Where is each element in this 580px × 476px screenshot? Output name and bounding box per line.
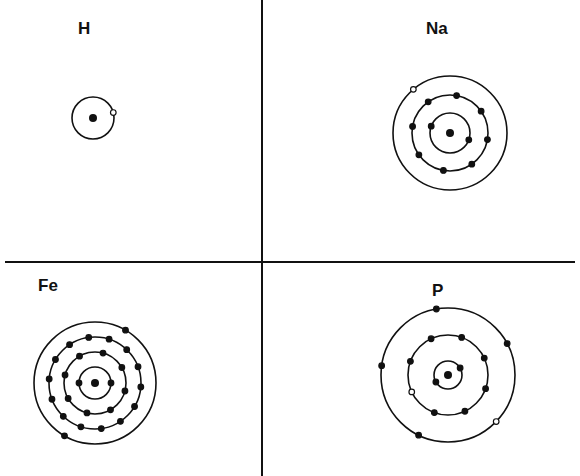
electron — [469, 161, 475, 167]
divider-line — [261, 0, 263, 476]
electron-shell — [34, 322, 156, 444]
atom-model — [393, 76, 507, 190]
element-symbol: Na — [426, 20, 448, 37]
atom-group — [34, 76, 515, 444]
element-symbol: H — [78, 20, 90, 37]
electron — [78, 424, 84, 430]
electron — [49, 396, 55, 402]
electron — [481, 355, 487, 361]
electron — [124, 347, 130, 353]
electron-shell — [430, 113, 470, 153]
electron — [432, 410, 438, 416]
electron — [86, 335, 92, 341]
electron — [100, 350, 106, 356]
electron — [428, 123, 434, 129]
electron — [483, 386, 489, 392]
electron — [46, 376, 52, 382]
electron — [485, 137, 491, 143]
electron — [425, 99, 431, 105]
electron — [416, 152, 422, 158]
electron — [504, 341, 510, 347]
electron — [67, 342, 73, 348]
atom-model — [72, 97, 116, 139]
electron — [122, 388, 128, 394]
nucleus — [444, 371, 452, 379]
divider-line — [5, 261, 575, 263]
electron — [411, 87, 417, 93]
electron — [462, 408, 468, 414]
electron — [410, 124, 416, 130]
atom-model — [34, 322, 156, 444]
electron — [409, 389, 415, 395]
electron — [428, 336, 434, 342]
electron — [123, 327, 129, 333]
electron — [118, 419, 124, 425]
electron — [478, 108, 484, 114]
electron — [408, 359, 414, 365]
electron — [434, 306, 440, 312]
electron-shell — [393, 76, 507, 190]
electron — [108, 407, 114, 413]
electron — [76, 380, 82, 386]
element-symbol: Fe — [38, 277, 58, 294]
electron — [135, 364, 141, 370]
electron — [459, 335, 465, 341]
electron — [110, 110, 116, 116]
atom-model — [379, 306, 515, 442]
electron-shell — [434, 361, 462, 389]
electron — [62, 372, 68, 378]
electron — [493, 419, 499, 425]
electron — [457, 365, 463, 371]
electron — [132, 404, 138, 410]
element-symbol: P — [432, 282, 443, 299]
electron — [62, 433, 68, 439]
nucleus — [446, 129, 454, 137]
electron — [433, 379, 439, 385]
nucleus — [91, 379, 99, 387]
electron — [98, 426, 104, 432]
electron-shell — [79, 367, 111, 399]
electron-shell — [49, 337, 141, 429]
electron — [77, 353, 83, 359]
electron — [60, 414, 66, 420]
electron — [84, 410, 90, 416]
electron — [119, 365, 125, 371]
electron — [454, 93, 460, 99]
electron — [441, 168, 447, 174]
electron — [106, 336, 112, 342]
electron-shell — [72, 97, 114, 139]
electron-shell — [64, 352, 126, 414]
electron-shell — [381, 308, 515, 442]
electron — [108, 380, 114, 386]
electron — [466, 137, 472, 143]
electron — [53, 357, 59, 363]
electron-shell — [412, 95, 488, 171]
nucleus — [89, 114, 97, 122]
electron — [65, 396, 71, 402]
electron — [379, 363, 385, 369]
electron — [416, 432, 422, 438]
electron-shell — [408, 335, 488, 415]
electron — [138, 384, 144, 390]
